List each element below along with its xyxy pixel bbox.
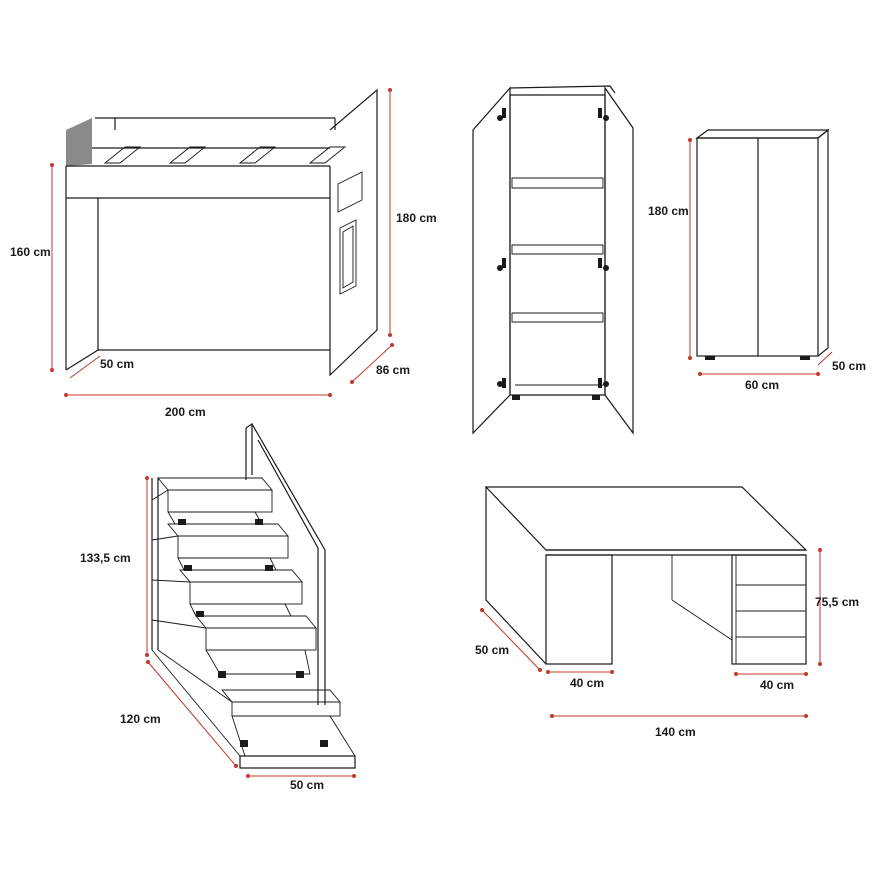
bunk-bed-depth-label: 86 cm — [376, 363, 410, 377]
bunk-bed-dimensions — [50, 88, 394, 397]
stair-step — [167, 523, 289, 571]
stairs-width-label: 50 cm — [290, 778, 324, 792]
headboard-panel — [66, 118, 92, 166]
desk-height-label: 75,5 cm — [815, 595, 859, 609]
hinge-icon — [502, 108, 506, 118]
bunk-bed-inner-depth-label: 50 cm — [100, 357, 134, 371]
desk-left-cabinet-label: 40 cm — [570, 676, 604, 690]
wardrobe-width-label: 60 cm — [745, 378, 779, 392]
desk-length-label: 140 cm — [655, 725, 696, 739]
stair-step — [221, 689, 356, 757]
wardrobe-drawing — [695, 128, 830, 360]
desk-depth-label: 50 cm — [475, 643, 509, 657]
stair-step — [179, 569, 303, 617]
bunk-bed-drawing — [65, 88, 378, 377]
stair-step — [157, 477, 273, 525]
desk-right-cabinet-label: 40 cm — [760, 678, 794, 692]
bunk-bed-length-label: 200 cm — [165, 405, 206, 419]
wardrobe-dimensions — [688, 138, 833, 376]
wardrobe-height-label: 180 cm — [648, 204, 689, 218]
open-wardrobe-drawing — [472, 85, 634, 435]
bunk-bed-height-total-label: 180 cm — [396, 211, 437, 225]
stairs-depth-label: 120 cm — [120, 712, 161, 726]
desk-drawing — [484, 486, 808, 665]
stair-step — [195, 615, 317, 678]
bunk-bed-height-label: 160 cm — [10, 245, 51, 259]
wardrobe-depth-label: 50 cm — [832, 359, 866, 373]
stairs-dimensions — [145, 476, 356, 778]
desk-dimensions — [480, 548, 822, 718]
stairs-height-label: 133,5 cm — [80, 551, 131, 565]
stairs-drawing — [151, 422, 356, 769]
